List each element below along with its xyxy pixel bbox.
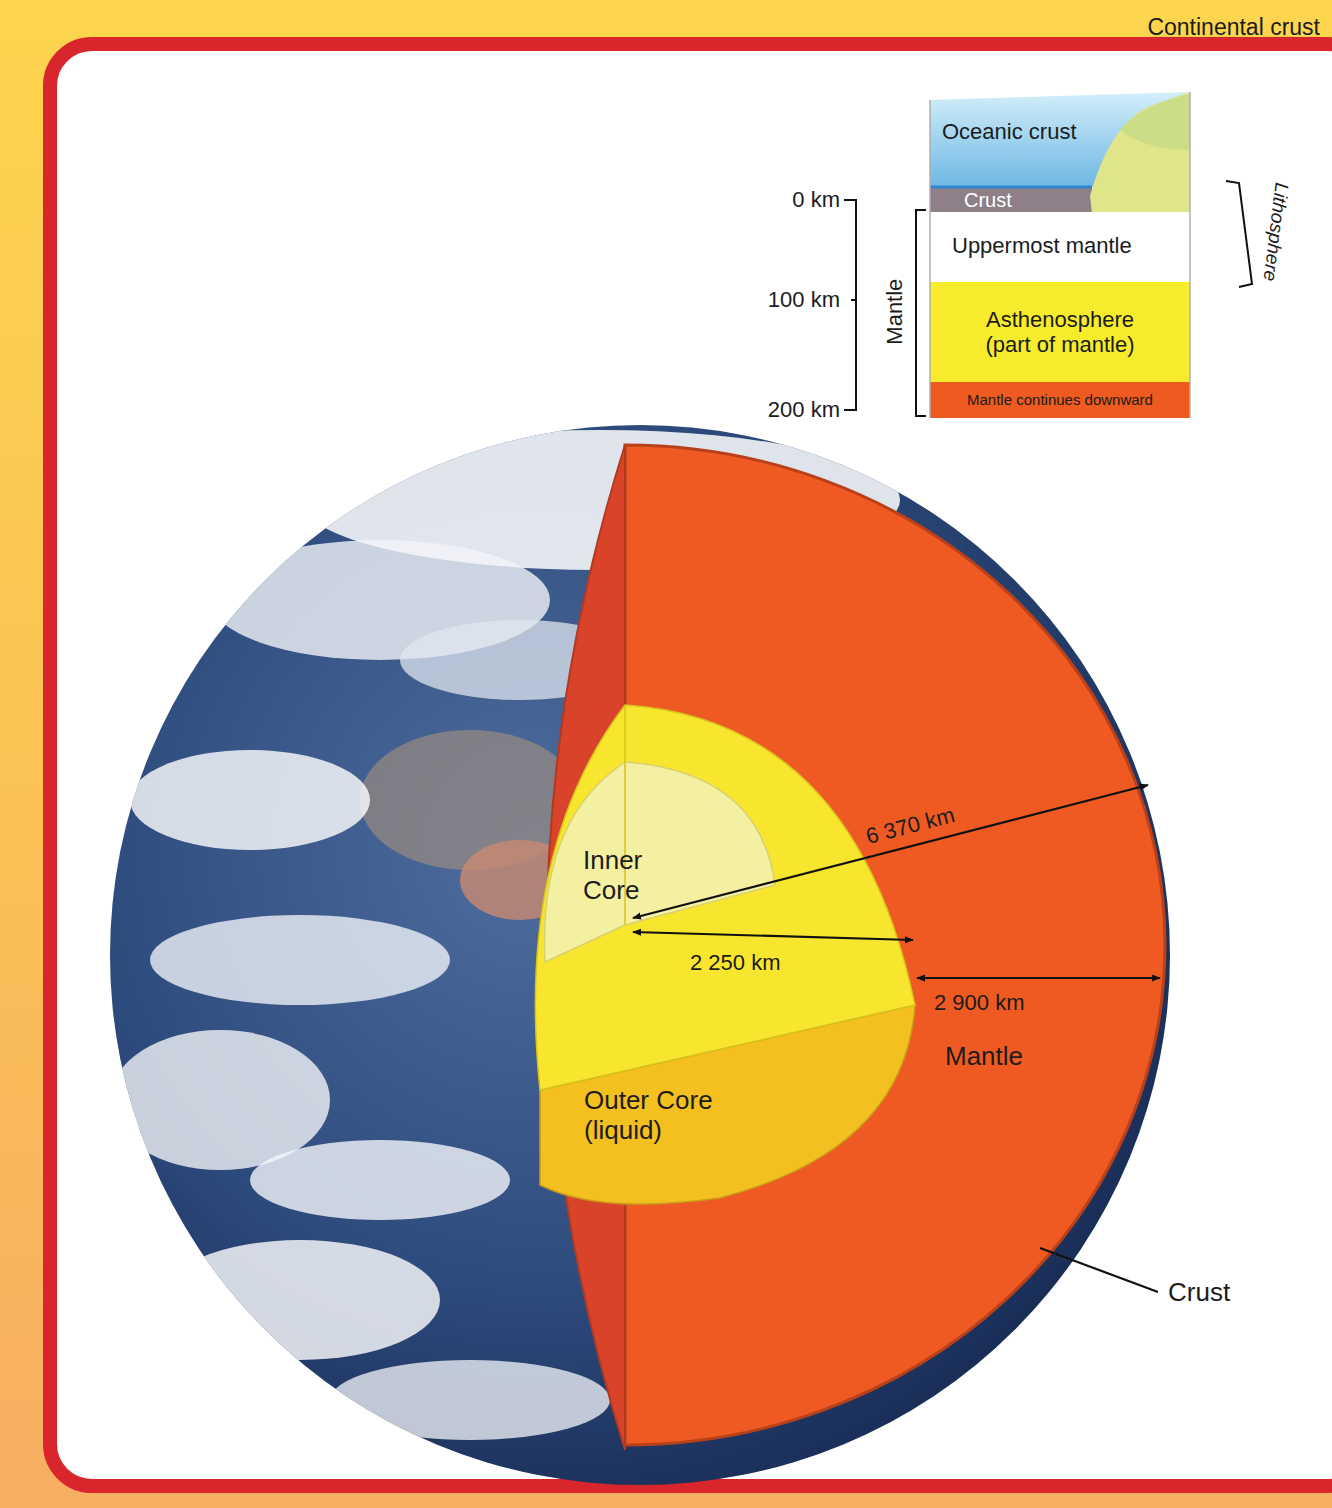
band-label: Crust xyxy=(964,189,1012,212)
text-label: Continental crust xyxy=(1147,14,1320,40)
band-label: Uppermost mantle xyxy=(952,233,1132,258)
text-label: 200 km xyxy=(768,397,840,422)
cloud xyxy=(150,915,450,1005)
text-label: 0 km xyxy=(792,187,840,212)
text-label: Mantle xyxy=(882,279,907,345)
block-sides xyxy=(930,92,1190,418)
uppermost-mantle-band xyxy=(930,212,1190,282)
cloud xyxy=(130,750,370,850)
layer-band: Uppermost mantle xyxy=(930,220,1190,272)
dimension-arrow xyxy=(633,932,913,940)
continental-block xyxy=(1090,92,1190,216)
text-label: Mantle xyxy=(945,1042,1023,1072)
cloud xyxy=(160,1240,440,1360)
band-label: Mantle continues downward xyxy=(967,391,1153,408)
text-label: Outer Core (liquid) xyxy=(584,1086,734,1146)
text-label: Inner Core xyxy=(583,846,695,906)
brackets xyxy=(844,181,1252,416)
dimension-arrow xyxy=(633,785,1148,918)
asthenosphere-band xyxy=(930,282,1190,382)
leader-line xyxy=(1040,1248,1158,1292)
frame-border xyxy=(50,44,1332,1486)
depth-tick xyxy=(851,299,856,301)
cross-section xyxy=(535,445,1165,1450)
band-label: Oceanic crust xyxy=(942,119,1077,144)
dimension-arrows xyxy=(633,785,1160,1292)
layer-band: Asthenosphere (part of mantle) xyxy=(930,286,1190,378)
continental-surface xyxy=(1120,94,1190,150)
crust-band xyxy=(930,188,1092,212)
layer-band: Mantle continues downward xyxy=(930,384,1190,416)
lithosphere-bracket xyxy=(1226,181,1252,287)
outer-core-upper xyxy=(535,705,915,1090)
cloud xyxy=(880,430,1160,510)
text-label: Crust xyxy=(1168,1278,1230,1308)
inset-block xyxy=(930,92,1190,418)
cloud xyxy=(110,1030,330,1170)
text-label: 100 km xyxy=(768,287,840,312)
sea-floor-line xyxy=(930,186,1092,189)
layer-band: Oceanic crust xyxy=(936,112,1094,152)
dimension-arrow xyxy=(917,977,1160,979)
globe xyxy=(110,425,1170,1485)
mantle-bracket xyxy=(916,210,926,416)
band-label: Asthenosphere (part of mantle) xyxy=(970,307,1150,358)
mantle-band xyxy=(930,382,1190,418)
globe-disc xyxy=(110,425,1170,1485)
text-label: 2 900 km xyxy=(934,990,1025,1015)
text-label: 2 250 km xyxy=(690,950,781,975)
cloud xyxy=(250,1140,510,1220)
cloud xyxy=(330,1360,610,1440)
depth-bracket xyxy=(844,200,856,410)
layer-band: Crust xyxy=(960,188,1088,212)
